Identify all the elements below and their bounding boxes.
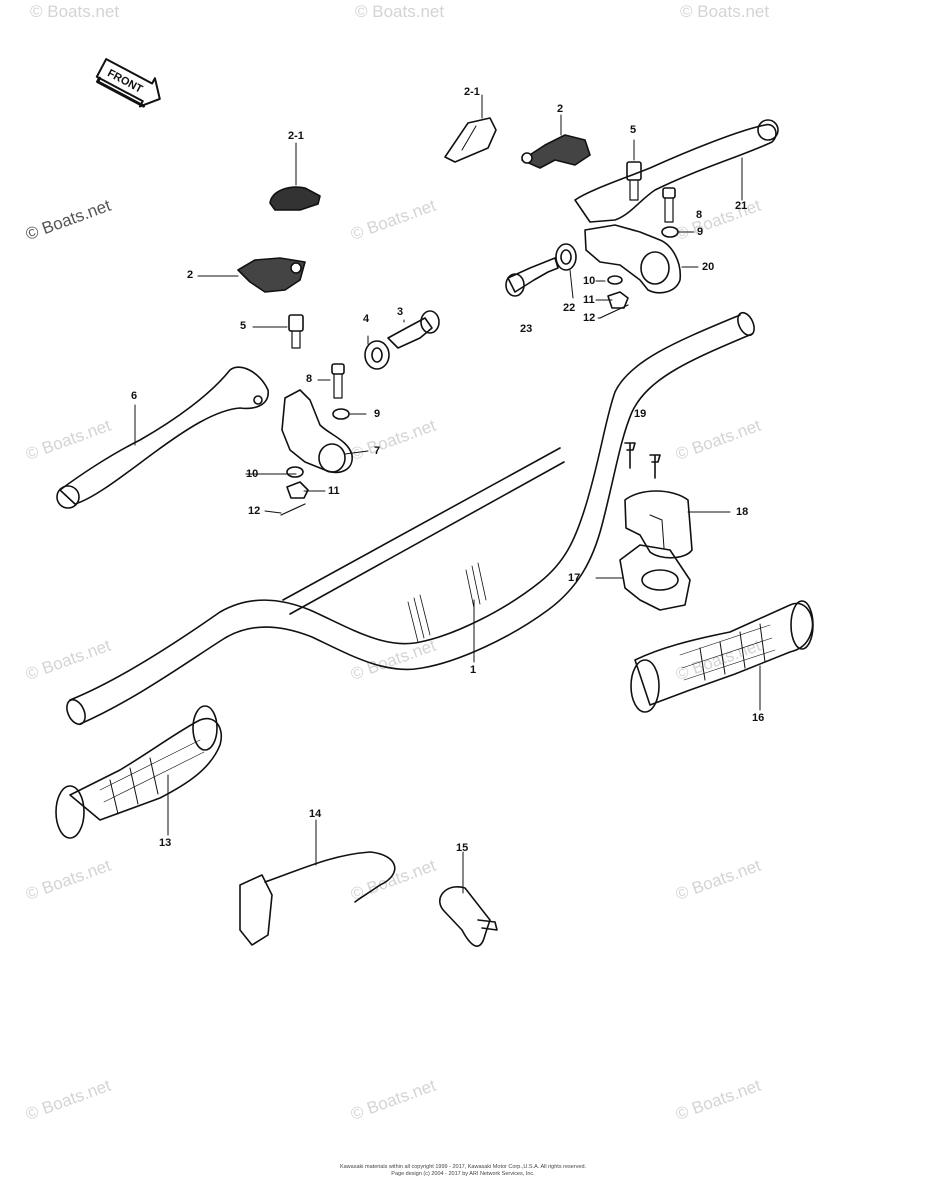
- adjuster-nut-part-left: [364, 340, 390, 370]
- throttle-screws-part: [624, 442, 661, 479]
- switch-cover-part-top: [444, 117, 497, 163]
- adjuster-screw-part: [505, 257, 559, 297]
- label-part-1: 1: [470, 664, 477, 676]
- label-part-21: 21: [735, 200, 748, 212]
- label-part-13: 13: [159, 837, 172, 849]
- label-part-23: 23: [520, 323, 533, 335]
- label-part-17: 17: [568, 572, 581, 584]
- washer-part-top: [661, 226, 679, 238]
- nut-11-part-right: [607, 291, 629, 309]
- label-part-5-left: 5: [240, 320, 247, 332]
- watermark-top-left: © Boats.net: [30, 2, 120, 21]
- label-part-14: 14: [309, 808, 322, 820]
- label-part-19: 19: [634, 408, 647, 420]
- label-part-15: 15: [456, 842, 469, 854]
- left-grip-part: [55, 705, 222, 839]
- label-part-3: 3: [397, 306, 404, 318]
- watermark-top-center: © Boats.net: [355, 2, 445, 21]
- pivot-bolt-part-left: [252, 314, 304, 349]
- brake-lever-part-left: [56, 366, 269, 509]
- adjuster-bolt-part-left: [331, 363, 345, 399]
- label-part-20: 20: [702, 261, 715, 273]
- label-part-12-left: 12: [248, 505, 261, 517]
- adjuster-bolt-part-top: [662, 187, 676, 223]
- label-part-2-top: 2: [557, 103, 564, 115]
- label-part-22: 22: [563, 302, 576, 314]
- washer-10-part-left: [286, 466, 304, 478]
- label-part-7: 7: [374, 445, 381, 457]
- nut-11-part-left: [286, 481, 309, 499]
- lever-bracket-part: [584, 224, 682, 294]
- copyright-line: Kawasaki materials within all copyright …: [339, 1164, 587, 1170]
- lever-bracket-part-left: [281, 389, 353, 474]
- handlebar-part: [66, 311, 755, 726]
- cable-clamp-part: [439, 851, 498, 947]
- label-part-10-left: 10: [246, 468, 259, 480]
- clutch-lever-part-right: [574, 119, 779, 223]
- washer-part-left: [332, 408, 350, 420]
- label-part-18: 18: [736, 506, 749, 518]
- switch-part-left: [197, 257, 306, 293]
- label-part-11-left: 11: [328, 485, 340, 497]
- washer-10-part-right: [607, 275, 623, 285]
- page-design-line: Page design (c) 2004 - 2017 by ARI Netwo…: [391, 1171, 535, 1177]
- throttle-housing-upper-part: [624, 490, 693, 559]
- cotter-pin-12-part-right: [599, 304, 629, 319]
- label-part-10-top: 10: [583, 275, 596, 287]
- adjuster-screw-part-left: [387, 310, 440, 349]
- adjuster-nut-part: [555, 243, 577, 299]
- label-part-8-left: 8: [306, 373, 313, 385]
- label-part-4: 4: [363, 313, 370, 325]
- throttle-grip-part: [630, 600, 814, 713]
- label-part-2-1-left: 2-1: [288, 130, 304, 142]
- label-part-2-1-top: 2-1: [464, 86, 480, 98]
- label-part-9-left: 9: [374, 408, 381, 420]
- cotter-pin-12-part-left: [280, 503, 306, 516]
- switch-part-top: [521, 114, 591, 169]
- switch-cover-part-left: [269, 142, 321, 211]
- throttle-housing-lower-part: [619, 544, 691, 611]
- label-part-12-top: 12: [583, 312, 596, 324]
- label-part-8-top: 8: [696, 209, 703, 221]
- pivot-bolt-part-top: [626, 139, 642, 201]
- label-part-2-left: 2: [187, 269, 194, 281]
- front-arrow-icon: FRONT: [95, 58, 161, 108]
- kill-switch-part: [239, 819, 396, 946]
- watermark-top-right: © Boats.net: [680, 2, 770, 21]
- label-part-5-top: 5: [630, 124, 637, 136]
- label-part-9-top: 9: [697, 226, 704, 238]
- label-part-11-top: 11: [583, 294, 595, 306]
- label-part-16: 16: [752, 712, 765, 724]
- label-part-6: 6: [131, 390, 138, 402]
